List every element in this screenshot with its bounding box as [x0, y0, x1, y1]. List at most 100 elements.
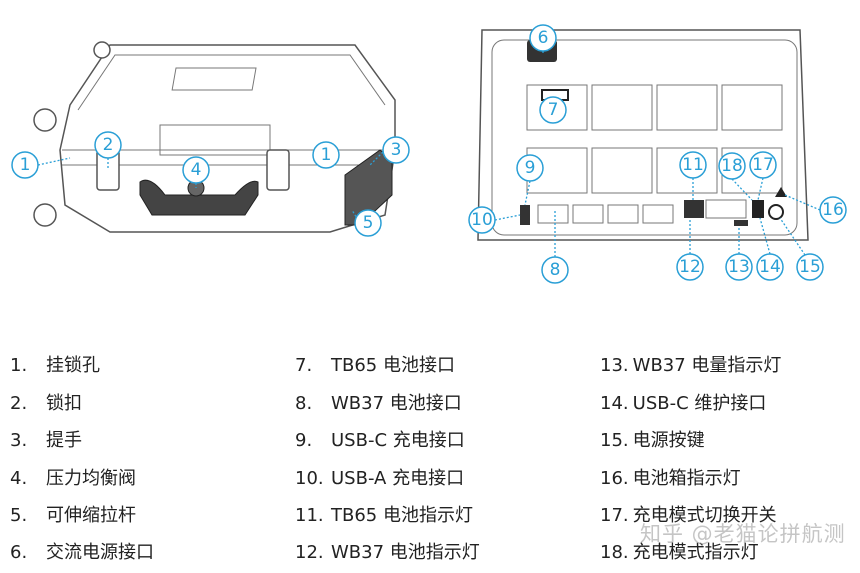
legend-item: 11. TB65 电池指示灯 [295, 501, 473, 527]
svg-text:10: 10 [471, 210, 493, 230]
callout-14: 14 [756, 253, 784, 281]
svg-text:2: 2 [103, 135, 114, 155]
legend-item: 13.WB37 电量指示灯 [600, 351, 781, 377]
legend-label: TB65 电池指示灯 [331, 505, 473, 526]
svg-text:9: 9 [525, 158, 536, 178]
legend-number: 17. [600, 505, 629, 526]
svg-text:14: 14 [759, 257, 781, 277]
legend-label: 电池箱指示灯 [632, 468, 741, 489]
svg-text:6: 6 [538, 28, 549, 48]
legend-item: 10. USB-A 充电接口 [295, 464, 464, 490]
legend-item: 12. WB37 电池指示灯 [295, 538, 480, 564]
callout-7: 7 [539, 96, 567, 124]
svg-text:1: 1 [20, 155, 31, 175]
legend-number: 18. [600, 542, 629, 563]
callouts-right: 6 7 8 9 10 11 12 13 14 15 16 17 18 [468, 24, 847, 284]
callout-9: 9 [516, 154, 544, 182]
legend-label: 交流电源接口 [46, 542, 154, 563]
legend-number: 11. [295, 505, 324, 526]
svg-text:11: 11 [682, 155, 704, 175]
callout-15: 15 [796, 253, 824, 281]
legend-item: 8. WB37 电池接口 [295, 389, 462, 415]
svg-text:7: 7 [548, 100, 559, 120]
callout-8: 8 [541, 256, 569, 284]
legend-label: USB-C 充电接口 [331, 430, 465, 451]
callout-3: 3 [382, 136, 410, 164]
svg-text:16: 16 [822, 200, 844, 220]
legend-number: 5. [10, 505, 28, 526]
legend-label: 挂锁孔 [46, 355, 100, 376]
callouts-left: 1 2 3 4 5 1 [11, 131, 410, 237]
legend-number: 15. [600, 430, 629, 451]
callout-17: 17 [749, 151, 777, 179]
legend-item: 14.USB-C 维护接口 [600, 389, 766, 415]
legend-number: 2. [10, 393, 28, 414]
legend-item: 1. 挂锁孔 [10, 351, 100, 377]
legend-item: 3. 提手 [10, 426, 82, 452]
legend-number: 7. [295, 355, 313, 376]
legend-label: WB37 电池指示灯 [331, 542, 480, 563]
legend-number: 12. [295, 542, 324, 563]
legend-label: WB37 电量指示灯 [632, 355, 782, 376]
legend-item: 5. 可伸缩拉杆 [10, 501, 136, 527]
callout-4: 4 [182, 156, 210, 184]
callout-1b: 1 [312, 141, 340, 169]
svg-text:18: 18 [721, 156, 743, 176]
legend-item: 17.充电模式切换开关 [600, 501, 777, 527]
legend-number: 8. [295, 393, 313, 414]
svg-text:12: 12 [679, 257, 701, 277]
legend-item: 7. TB65 电池接口 [295, 351, 455, 377]
svg-text:4: 4 [191, 160, 202, 180]
legend-label: WB37 电池接口 [331, 393, 462, 414]
legend-number: 3. [10, 430, 28, 451]
svg-text:1: 1 [321, 145, 332, 165]
callout-1: 1 [11, 151, 39, 179]
legend-number: 16. [600, 468, 629, 489]
callout-16: 16 [819, 196, 847, 224]
callout-5: 5 [354, 209, 382, 237]
legend-item: 9. USB-C 充电接口 [295, 426, 465, 452]
svg-text:13: 13 [728, 257, 750, 277]
legend-label: USB-A 充电接口 [331, 468, 465, 489]
callout-2: 2 [94, 131, 122, 159]
legend-label: 锁扣 [46, 393, 82, 414]
legend-item: 2. 锁扣 [10, 389, 82, 415]
open-case-drawing [477, 29, 809, 241]
watermark: 知乎 @老猫论拼航测 [640, 522, 846, 546]
legend-number: 13. [600, 355, 629, 376]
callout-10: 10 [468, 206, 496, 234]
legend-number: 6. [10, 542, 28, 563]
legend-item: 4. 压力均衡阀 [10, 464, 136, 490]
callout-11: 11 [679, 151, 707, 179]
callout-13: 13 [725, 253, 753, 281]
case-diagram: 1 2 3 4 5 1 6 7 8 9 10 11 12 13 14 15 16… [11, 24, 847, 284]
legend-label: TB65 电池接口 [331, 355, 455, 376]
closed-case-drawing [33, 41, 396, 233]
legend-label: 电源按键 [632, 430, 705, 451]
legend-number: 9. [295, 430, 313, 451]
legend-label: 提手 [46, 430, 82, 451]
legend-item: 18.充电模式指示灯 [600, 538, 759, 564]
legend-label: 压力均衡阀 [46, 468, 136, 489]
tb65-battery-slots [526, 84, 783, 194]
legend-label: 可伸缩拉杆 [46, 505, 136, 526]
svg-text:17: 17 [752, 155, 774, 175]
callout-6: 6 [529, 24, 557, 52]
svg-text:15: 15 [799, 257, 821, 277]
callout-18: 18 [718, 152, 746, 180]
legend-item: 15.电源按键 [600, 426, 705, 452]
legend-item: 16.电池箱指示灯 [600, 464, 741, 490]
callout-12: 12 [676, 253, 704, 281]
legend-item: 6. 交流电源接口 [10, 538, 154, 564]
svg-text:8: 8 [550, 260, 561, 280]
legend-label: 充电模式切换开关 [632, 505, 777, 526]
legend-label: USB-C 维护接口 [632, 393, 767, 414]
legend-number: 14. [600, 393, 629, 414]
legend-number: 10. [295, 468, 324, 489]
wb37-battery-slots [537, 204, 674, 224]
legend-number: 1. [10, 355, 28, 376]
legend-number: 4. [10, 468, 28, 489]
svg-text:3: 3 [391, 140, 402, 160]
legend-label: 充电模式指示灯 [632, 542, 759, 563]
svg-text:5: 5 [363, 213, 374, 233]
